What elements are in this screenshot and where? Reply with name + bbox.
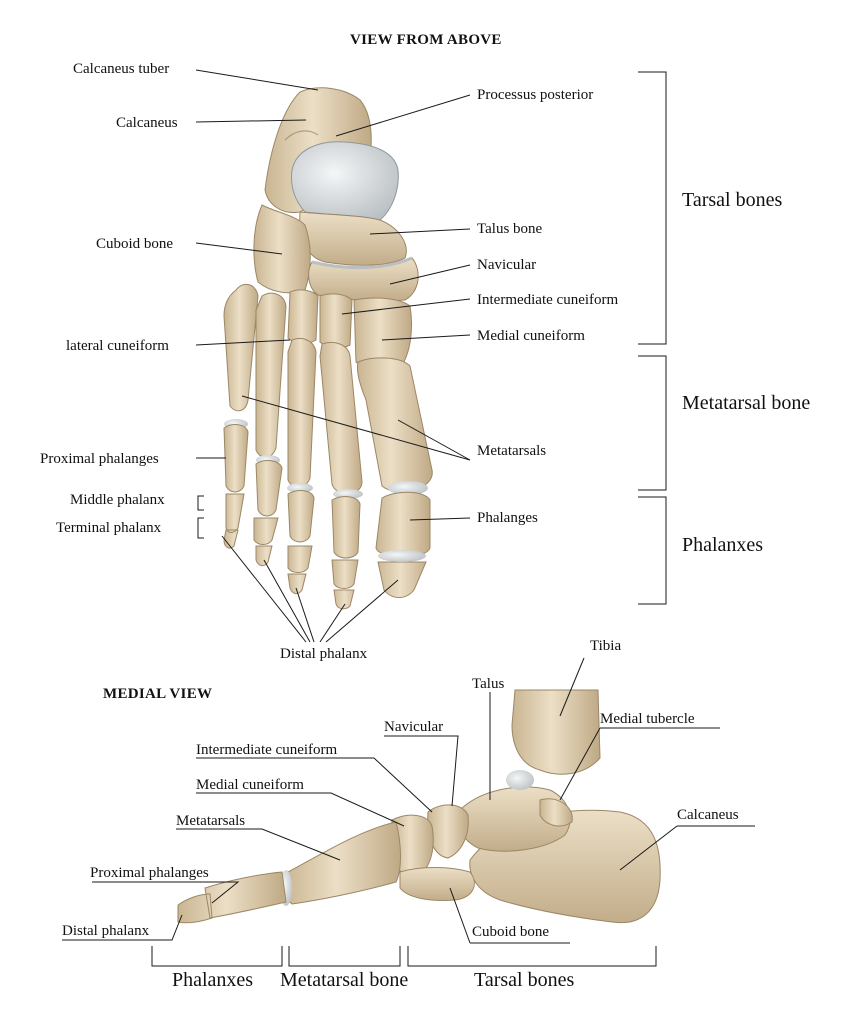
group-phalanxes: Phalanxes <box>682 534 764 556</box>
label-lateral-cuneiform: lateral cuneiform <box>66 338 169 354</box>
top-view-foot <box>223 87 433 610</box>
label-distal-phalanx-medial: Distal phalanx <box>62 923 150 939</box>
tibia-bone <box>511 689 601 775</box>
label-talus-bone: Talus bone <box>477 221 543 237</box>
toe-4 <box>253 460 283 567</box>
group-tarsal-bones: Tarsal bones <box>682 189 783 211</box>
metatarsal-4 <box>255 292 287 458</box>
intermediate-cuneiform-bone <box>319 293 353 349</box>
label-tibia: Tibia <box>590 638 622 654</box>
label-medial-tubercle: Medial tubercle <box>600 711 695 727</box>
label-navicular-medial: Navicular <box>384 719 444 735</box>
phalanges-medial <box>177 871 287 924</box>
toe-2 <box>331 496 361 610</box>
label-proximal-phalanges: Proximal phalanges <box>40 451 159 467</box>
lateral-cuneiform-bone <box>287 289 319 345</box>
top-view-title: VIEW FROM ABOVE <box>350 32 502 48</box>
label-calcaneus: Calcaneus <box>116 115 178 131</box>
label-talus: Talus <box>472 676 505 692</box>
label-cuboid-bone: Cuboid bone <box>96 236 174 252</box>
label-navicular: Navicular <box>477 257 537 273</box>
label-intermediate-cuneiform-medial: Intermediate cuneiform <box>196 742 338 758</box>
label-intermediate-cuneiform: Intermediate cuneiform <box>477 292 619 308</box>
label-distal-phalanx: Distal phalanx <box>280 646 368 662</box>
group-phalanxes-medial: Phalanxes <box>172 969 254 991</box>
metatarsal-medial <box>283 821 401 905</box>
group-metatarsal-bone-medial: Metatarsal bone <box>280 969 409 991</box>
metatarsal-5 <box>223 283 259 412</box>
navicular-medial <box>427 804 469 859</box>
label-calcaneus-tuber: Calcaneus tuber <box>73 61 170 77</box>
label-processus-posterior: Processus posterior <box>477 87 594 103</box>
talus-cartilage <box>291 141 399 221</box>
label-metatarsals-medial: Metatarsals <box>176 813 246 829</box>
label-medial-cuneiform: Medial cuneiform <box>477 328 585 344</box>
label-cuboid-bone-medial: Cuboid bone <box>472 924 550 940</box>
label-proximal-phalanges-medial: Proximal phalanges <box>90 865 209 881</box>
cuboid-medial <box>399 867 475 901</box>
group-metatarsal-bone: Metatarsal bone <box>682 392 811 414</box>
top-leader-lines <box>195 69 667 643</box>
metatarsal-2 <box>319 342 363 494</box>
medial-leader-lines <box>62 657 755 967</box>
toe-1 <box>375 491 431 598</box>
toe-3 <box>287 490 315 595</box>
label-calcaneus-medial: Calcaneus <box>677 807 739 823</box>
toe-5 <box>223 424 249 549</box>
label-medial-cuneiform-medial: Medial cuneiform <box>196 777 304 793</box>
medial-view-title: MEDIAL VIEW <box>103 686 213 702</box>
label-phalanges: Phalanges <box>477 510 538 526</box>
metatarsal-1 <box>357 357 433 493</box>
medial-view-foot <box>177 689 661 924</box>
label-metatarsals: Metatarsals <box>477 443 547 459</box>
talus-bone <box>299 211 407 266</box>
label-terminal-phalanx: Terminal phalanx <box>56 520 162 536</box>
label-middle-phalanx: Middle phalanx <box>70 492 165 508</box>
group-tarsal-bones-medial: Tarsal bones <box>474 969 575 991</box>
